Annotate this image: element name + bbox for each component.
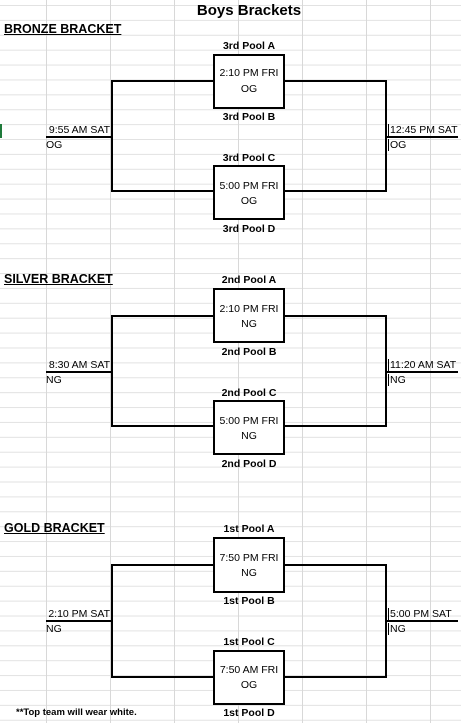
selected-row-indicator — [0, 124, 2, 138]
bracket-heading: GOLD BRACKET — [4, 521, 105, 535]
left-match-location: OG — [46, 139, 63, 151]
bracket-line — [386, 371, 458, 373]
pool-label: 1st Pool B — [223, 595, 275, 607]
match-time: 7:50 PM FRI — [219, 552, 279, 564]
pool-label-top: 2nd Pool A — [221, 274, 277, 286]
pool-label: 2nd Pool B — [221, 346, 277, 358]
bracket-line — [46, 620, 112, 622]
left-match-time: 2:10 PM SAT — [48, 608, 110, 620]
bracket-line — [46, 136, 112, 138]
left-match-location: NG — [46, 374, 62, 386]
right-match-time: 5:00 PM SAT — [388, 608, 452, 620]
bracket-heading: BRONZE BRACKET — [4, 22, 122, 36]
right-match-time: 12:45 PM SAT — [388, 124, 458, 136]
footnote: **Top team will wear white. — [16, 707, 137, 718]
pool-label-bottom: 2nd Pool D — [221, 458, 277, 470]
bracket-line — [283, 315, 387, 317]
bracket-line — [111, 80, 215, 82]
left-match-time: 9:55 AM SAT — [48, 124, 110, 136]
bracket-line — [111, 676, 215, 678]
match-box — [213, 537, 285, 593]
match-time: 7:50 AM FRI — [219, 664, 279, 676]
right-match-location: NG — [388, 374, 406, 386]
match-time: 2:10 PM FRI — [219, 303, 279, 315]
bracket-line — [283, 80, 387, 82]
bracket-line — [111, 315, 215, 317]
bracket-line — [111, 564, 113, 678]
pool-label: 1st Pool C — [223, 636, 275, 648]
left-match-time: 8:30 AM SAT — [48, 359, 110, 371]
right-match-time: 11:20 AM SAT — [388, 359, 457, 371]
pool-label-bottom: 1st Pool D — [223, 707, 275, 719]
bracket-heading: SILVER BRACKET — [4, 272, 113, 286]
match-location: OG — [240, 195, 258, 207]
bracket-line — [46, 371, 112, 373]
pool-label-top: 1st Pool A — [223, 523, 275, 535]
bracket-line — [111, 564, 215, 566]
match-box — [213, 288, 285, 343]
match-location: OG — [240, 679, 258, 691]
right-match-location: NG — [388, 623, 406, 635]
match-location: NG — [241, 567, 257, 579]
match-box — [213, 165, 285, 220]
pool-label: 2nd Pool C — [221, 387, 277, 399]
match-location: NG — [241, 430, 257, 442]
bracket-line — [111, 425, 215, 427]
pool-label-bottom: 3rd Pool D — [222, 223, 276, 235]
match-time: 5:00 PM FRI — [219, 415, 279, 427]
pool-label-top: 3rd Pool A — [222, 40, 276, 52]
match-box — [213, 54, 285, 109]
right-match-location: OG — [388, 139, 407, 151]
match-time: 2:10 PM FRI — [219, 67, 279, 79]
bracket-line — [283, 564, 387, 566]
bracket-line — [111, 315, 113, 427]
match-box — [213, 400, 285, 455]
match-location: NG — [241, 318, 257, 330]
bracket-line — [283, 676, 387, 678]
bracket-line — [386, 136, 458, 138]
match-time: 5:00 PM FRI — [219, 180, 279, 192]
bracket-line — [111, 80, 113, 192]
bracket-line — [111, 190, 215, 192]
bracket-line — [386, 620, 458, 622]
pool-label: 3rd Pool B — [222, 111, 276, 123]
bracket-line — [283, 190, 387, 192]
left-match-location: NG — [46, 623, 62, 635]
match-location: OG — [240, 83, 258, 95]
page-title: Boys Brackets — [196, 2, 302, 19]
bracket-line — [283, 425, 387, 427]
pool-label: 3rd Pool C — [222, 152, 276, 164]
match-box — [213, 650, 285, 705]
